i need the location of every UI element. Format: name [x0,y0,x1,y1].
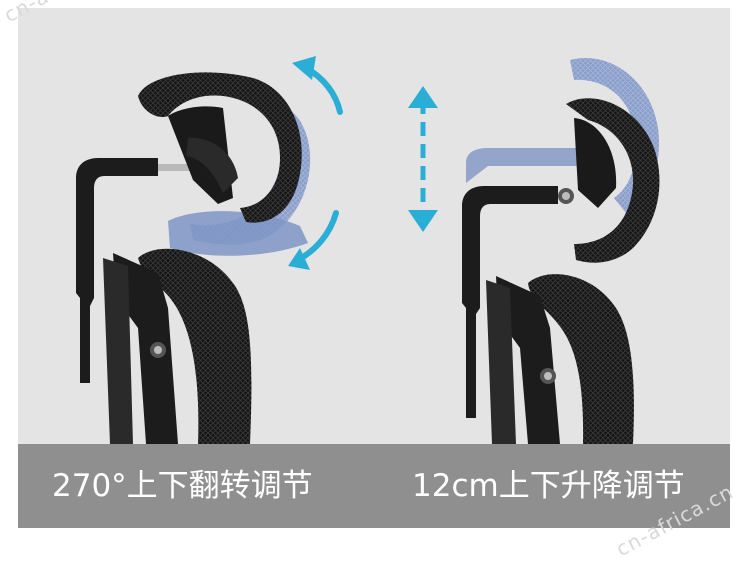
chair-frame-left [113,253,178,444]
caption-bar: 270°上下翻转调节 12cm上下升降调节 [18,444,730,528]
headrest-illustration [76,56,660,444]
left-chair-scene [76,56,343,444]
main-headrest-right [566,98,660,263]
support-rod [158,164,192,171]
caption-rotation: 270°上下翻转调节 [52,468,313,504]
main-headrest [138,72,302,223]
chair-back-left [138,248,252,444]
lift-arrow-icon [408,86,438,232]
chair-frame-right [496,276,560,444]
ghost-support-raised [466,148,586,183]
support-post [76,158,158,383]
support-post-right [462,186,558,418]
ghost-headrest-lower [168,211,308,256]
right-chair-scene [408,57,660,444]
chair-back-right [528,274,634,444]
product-image-panel: 270°上下翻转调节 12cm上下升降调节 [18,8,730,528]
caption-height: 12cm上下升降调节 [412,468,685,504]
